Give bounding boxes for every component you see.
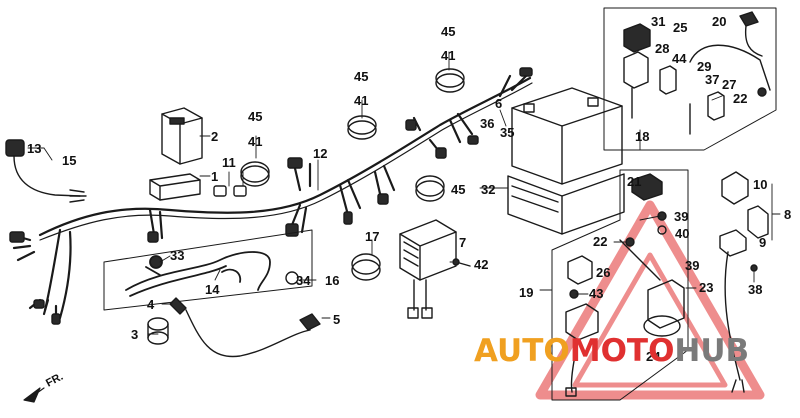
sub-harness-14: [125, 251, 271, 297]
callout-25: 25: [673, 20, 688, 35]
front-direction-arrow: [23, 387, 45, 403]
watermark-hub: HUB: [674, 333, 750, 369]
ignition-frame-19: [551, 169, 689, 401]
callout-4: 4: [147, 297, 155, 312]
plug-cap-4: [169, 297, 311, 358]
callout-29: 29: [697, 59, 712, 74]
ignition-unit-2: [161, 107, 203, 165]
callout-26: 26: [596, 265, 611, 280]
plug-cap-5: [299, 313, 321, 331]
wire-clamp-top: [435, 68, 465, 93]
callout-35: 35: [500, 125, 515, 140]
callout-40: 40: [675, 226, 690, 241]
callout-43: 43: [589, 286, 604, 301]
switch-parts-8-10: [719, 171, 769, 393]
automotohub-watermark: AUTOMOTOHUB: [474, 336, 749, 367]
callout-23: 23: [699, 280, 714, 295]
callout-22-top: 22: [733, 91, 748, 106]
callout-32: 32: [481, 182, 496, 197]
connector-11: [213, 185, 247, 197]
callout-6: 6: [495, 96, 503, 111]
callout-45-left: 45: [248, 109, 263, 124]
callout-10: 10: [753, 177, 768, 192]
band-17: [351, 253, 381, 281]
callout-15: 15: [62, 153, 77, 168]
callout-24: 24: [646, 349, 661, 364]
callout-19: 19: [519, 285, 534, 300]
callout-45-top: 45: [441, 24, 456, 39]
callout-16: 16: [325, 273, 340, 288]
watermark-moto: MOTO: [569, 333, 675, 369]
callout-34: 34: [296, 273, 311, 288]
watermark-auto: AUTO: [474, 333, 570, 369]
callout-33: 33: [170, 248, 185, 263]
callout-28: 28: [655, 41, 670, 56]
callout-18: 18: [635, 129, 650, 144]
callout-11: 11: [222, 155, 236, 170]
callout-39-top: 39: [674, 209, 689, 224]
callout-20: 20: [712, 14, 727, 29]
callout-38: 38: [748, 282, 763, 297]
callout-22-bottom: 22: [593, 234, 608, 249]
regulator-7: [399, 219, 457, 319]
harness-connectors: [9, 67, 533, 325]
battery-32: [511, 87, 623, 185]
callout-44: 44: [672, 51, 687, 66]
relay-parts-18: [623, 11, 771, 135]
boot-3: [147, 317, 169, 345]
callout-5: 5: [333, 312, 341, 327]
connector-13: [5, 139, 87, 203]
callout-36: 36: [480, 116, 495, 131]
callout-13: 13: [27, 141, 42, 156]
battery-case-32: [507, 173, 625, 235]
bolt-42: [452, 258, 471, 267]
callout-21: 21: [627, 174, 642, 189]
callout-45-right: 45: [451, 182, 466, 197]
callout-9: 9: [759, 235, 767, 250]
wire-clamp-left: [240, 161, 270, 187]
relay-box-frame-18: [603, 7, 777, 151]
callout-39-bottom: 39: [685, 258, 700, 273]
callout-45-center: 45: [354, 69, 369, 84]
callout-41-left: 41: [248, 134, 263, 149]
callout-8: 8: [784, 207, 792, 222]
grommet-34: [285, 271, 299, 285]
wire-clamp-center: [347, 115, 377, 140]
callout-17: 17: [365, 229, 380, 244]
callout-41-top: 41: [441, 48, 456, 63]
callout-41-center: 41: [354, 93, 369, 108]
callout-42: 42: [474, 257, 489, 272]
wire-clamp-right: [415, 175, 445, 202]
callout-37: 37: [705, 72, 720, 87]
callout-1: 1: [211, 169, 219, 184]
leader-lines: [27, 51, 781, 335]
callout-2: 2: [211, 129, 219, 144]
unit-1: [149, 173, 201, 201]
callout-31: 31: [651, 14, 666, 29]
callout-12: 12: [313, 146, 328, 161]
callout-14: 14: [205, 282, 220, 297]
callout-3: 3: [131, 327, 139, 342]
sub-harness-frame: [103, 229, 313, 311]
callout-27: 27: [722, 77, 737, 92]
callout-7: 7: [459, 235, 467, 250]
